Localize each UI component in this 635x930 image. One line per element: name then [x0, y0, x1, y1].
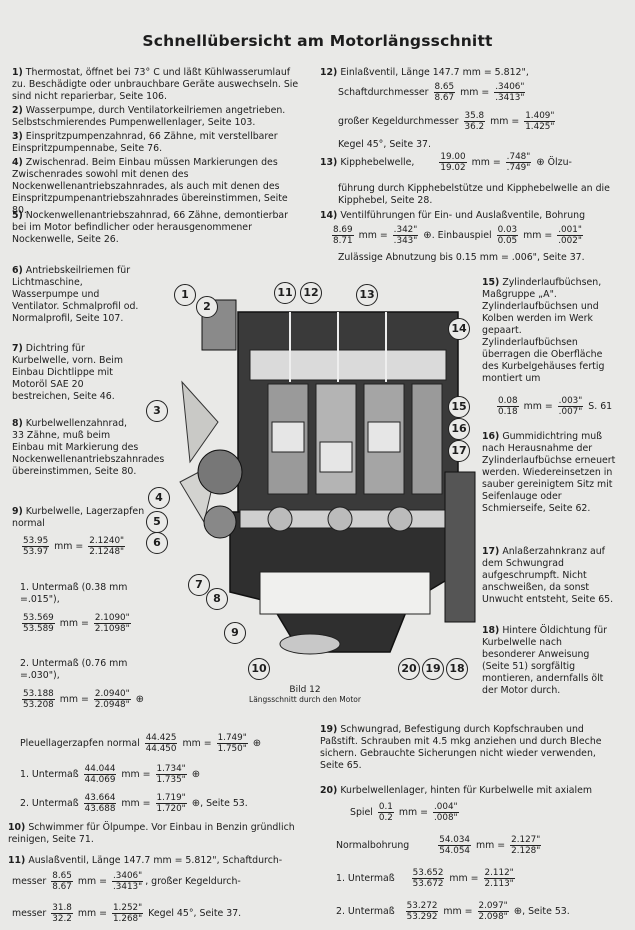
item-10: 10) Schwimmer für Ölpumpe. Vor Einbau in…	[8, 822, 295, 845]
item-3: 3) Einspritzpumpenzahnrad, 66 Zähne, mit…	[12, 131, 278, 154]
item-15: 15) Zylinderlaufbüchsen, Maßgruppe „A". …	[482, 277, 605, 384]
item-9-undersize-1: 1. Untermaß (0.38 mm =.015"),	[20, 582, 128, 605]
item-4: 4) Zwischenrad. Beim Einbau müssen Marki…	[12, 157, 288, 216]
callout-8: 8	[206, 588, 228, 610]
callout-4: 4	[148, 487, 170, 509]
item-9-undersize-2: 2. Untermaß (0.76 mm =.030"),	[20, 658, 128, 681]
item-8: 8) Kurbelwellenzahnrad, 33 Zähne, muß be…	[12, 418, 165, 477]
item-20: 20) Kurbelwellenlager, hinten für Kurbel…	[320, 785, 593, 796]
callout-11: 11	[274, 282, 296, 304]
item-18: 18) Hintere Öldichtung für Kurbelwelle n…	[482, 625, 607, 696]
callout-17: 17	[448, 440, 470, 462]
callout-3: 3	[146, 400, 168, 422]
item-9: 9) Kurbelwelle, Lagerzapfen normal	[12, 506, 145, 529]
cross-circle-icon: ⊕	[135, 694, 145, 705]
cross-circle-icon: ⊕	[191, 769, 201, 780]
item-12: 12) Einlaßventil, Länge 147.7 mm = 5.812…	[320, 67, 529, 78]
callout-14: 14	[448, 318, 470, 340]
item-5: 5) Nockenwellenantriebszahnrad, 66 Zähne…	[12, 210, 289, 245]
engine-illustration	[179, 299, 476, 655]
page-title: Schnellübersicht am Motorlängsschnitt	[142, 32, 493, 50]
callout-10: 10	[248, 658, 270, 680]
item-19: 19) Schwungrad, Befestigung durch Kopfsc…	[320, 724, 602, 771]
callout-12: 12	[300, 282, 322, 304]
cross-circle-icon: ⊕	[191, 798, 201, 809]
item-12-tail: Kegel 45°, Seite 37.	[338, 139, 431, 150]
callout-9: 9	[224, 622, 246, 644]
item-13-text: führung durch Kipphebelstütze und Kipphe…	[338, 183, 610, 206]
cross-circle-icon: ⊕	[513, 906, 523, 917]
figure-caption: Bild 12 Längsschnitt durch den Motor	[249, 685, 361, 704]
callout-6: 6	[146, 532, 168, 554]
callout-15: 15	[448, 396, 470, 418]
callout-16: 16	[448, 418, 470, 440]
callout-13: 13	[356, 284, 378, 306]
callout-19: 19	[422, 658, 444, 680]
callout-1: 1	[174, 284, 196, 306]
item-14-tail: Zulässige Abnutzung bis 0.15 mm = .006",…	[338, 252, 585, 263]
item-17: 17) Anlaßerzahnkranz auf dem Schwungrad …	[482, 546, 614, 605]
item-1: 1) Thermostat, öffnet bei 73° C und läßt…	[12, 67, 299, 102]
callout-5: 5	[146, 511, 168, 533]
item-6: 6) Antriebskeilriemen für Lichtmaschine,…	[12, 265, 139, 324]
item-2: 2) Wasserpumpe, durch Ventilatorkeilriem…	[12, 105, 286, 128]
item-14: 14) Ventilführungen für Ein- und Auslaßv…	[320, 210, 586, 221]
cross-circle-icon: ⊕	[536, 157, 545, 168]
cross-circle-icon: ⊕	[252, 738, 262, 749]
item-11: 11) Auslaßventil, Länge 147.7 mm = 5.812…	[8, 855, 283, 866]
callout-20: 20	[398, 658, 420, 680]
callout-18: 18	[446, 658, 468, 680]
engine-cross-section-figure: 1 2 3 4 5 6 7 8 9 10 11 12 13 14 15 16 1…	[146, 272, 485, 682]
item-7: 7) Dichtring für Kurbelwelle, vorn. Beim…	[12, 343, 123, 402]
cross-circle-icon: ⊕	[423, 230, 432, 241]
item-16: 16) Gummidichtring muß nach Herausnahme …	[482, 431, 616, 514]
callout-7: 7	[188, 574, 210, 596]
callout-2: 2	[196, 296, 218, 318]
